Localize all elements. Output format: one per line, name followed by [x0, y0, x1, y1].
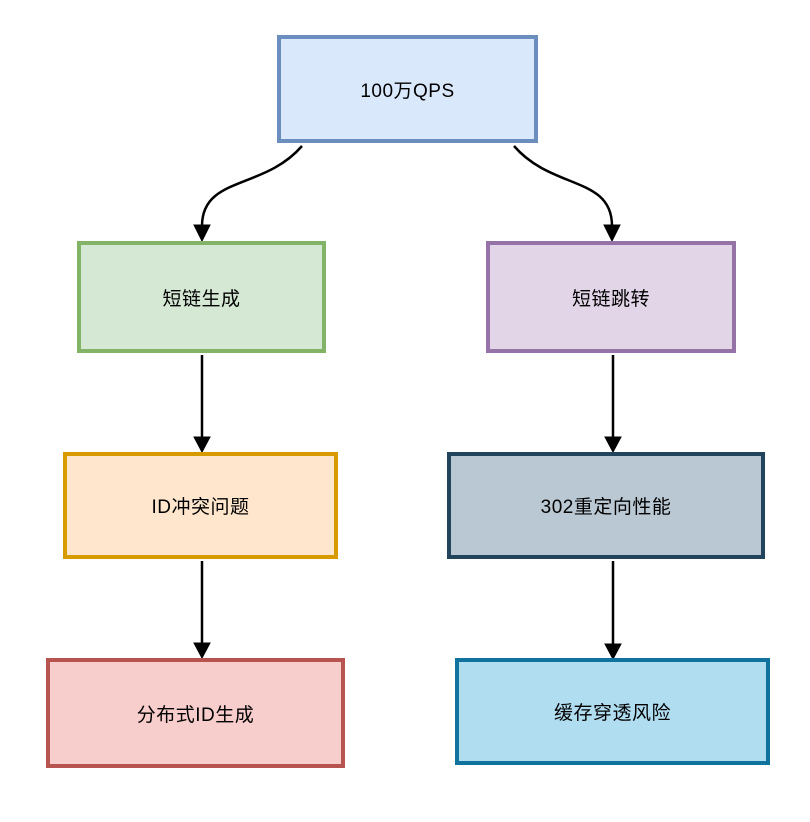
node-distributed-id-generate: 分布式ID生成: [46, 658, 345, 768]
edge-qps-to-generate: [193, 145, 303, 243]
node-shortlink-redirect: 短链跳转: [486, 241, 736, 353]
node-shortlink-redirect-label: 短链跳转: [571, 288, 650, 310]
arrowhead-icon: [193, 224, 211, 243]
edge-qps-to-redirect: [513, 145, 621, 243]
edge-idconflict-to-distributedid: [193, 561, 211, 660]
arrowhead-icon: [193, 642, 211, 660]
arrowhead-icon: [604, 436, 622, 454]
edge-302-to-cache: [604, 561, 622, 661]
node-distributed-id-generate-label: 分布式ID生成: [136, 704, 255, 726]
node-302-redirect-performance-label: 302重定向性能: [540, 497, 672, 518]
node-302-redirect-performance: 302重定向性能: [447, 452, 765, 559]
node-cache-penetration-risk-label: 缓存穿透风险: [553, 703, 671, 724]
node-cache-penetration-risk: 缓存穿透风险: [455, 658, 770, 765]
arrowhead-icon: [193, 436, 211, 454]
node-qps: 100万QPS: [277, 35, 538, 143]
node-shortlink-generate-label: 短链生成: [162, 288, 241, 310]
arrowhead-icon: [603, 224, 621, 243]
node-id-conflict-label: ID冲突问题: [151, 497, 250, 518]
edge-generate-to-idconflict: [193, 355, 211, 454]
node-id-conflict: ID冲突问题: [63, 452, 338, 559]
arrowhead-icon: [604, 643, 622, 661]
node-qps-label: 100万QPS: [360, 80, 455, 102]
node-shortlink-generate: 短链生成: [77, 241, 326, 353]
edge-redirect-to-302: [604, 355, 622, 454]
